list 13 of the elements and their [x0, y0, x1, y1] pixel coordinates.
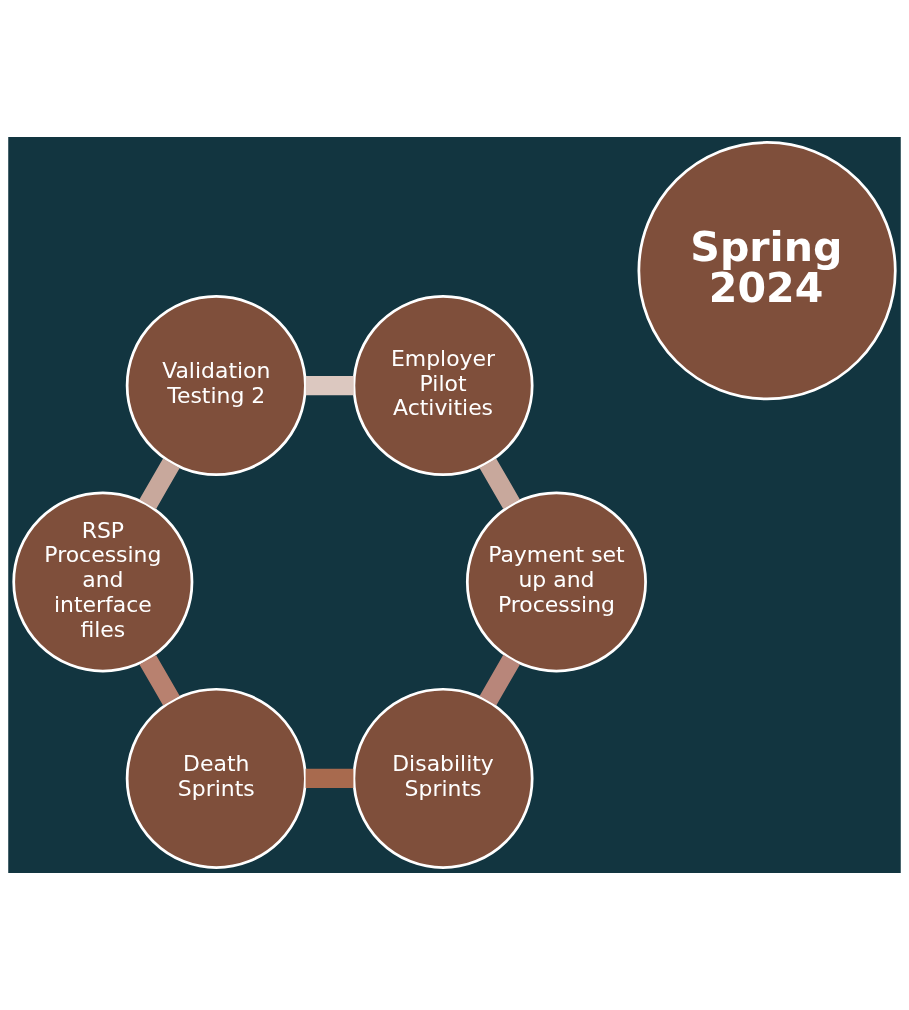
node-circle: Death Sprints — [125, 687, 307, 869]
node-circle: Employer Pilot Activities — [352, 295, 534, 477]
node-circle: Disability Sprints — [352, 687, 534, 869]
connector — [139, 458, 180, 510]
connector — [479, 458, 520, 510]
node-circle: Validation Testing 2 — [125, 295, 307, 477]
connector — [305, 768, 354, 788]
node-circle: RSP Processing and interface files — [12, 491, 194, 673]
node-circle: Spring 2024 — [637, 141, 897, 401]
node-circle: Payment set up and Processing — [465, 491, 647, 673]
connector — [305, 375, 354, 396]
connector — [139, 654, 180, 706]
connector — [479, 654, 520, 706]
